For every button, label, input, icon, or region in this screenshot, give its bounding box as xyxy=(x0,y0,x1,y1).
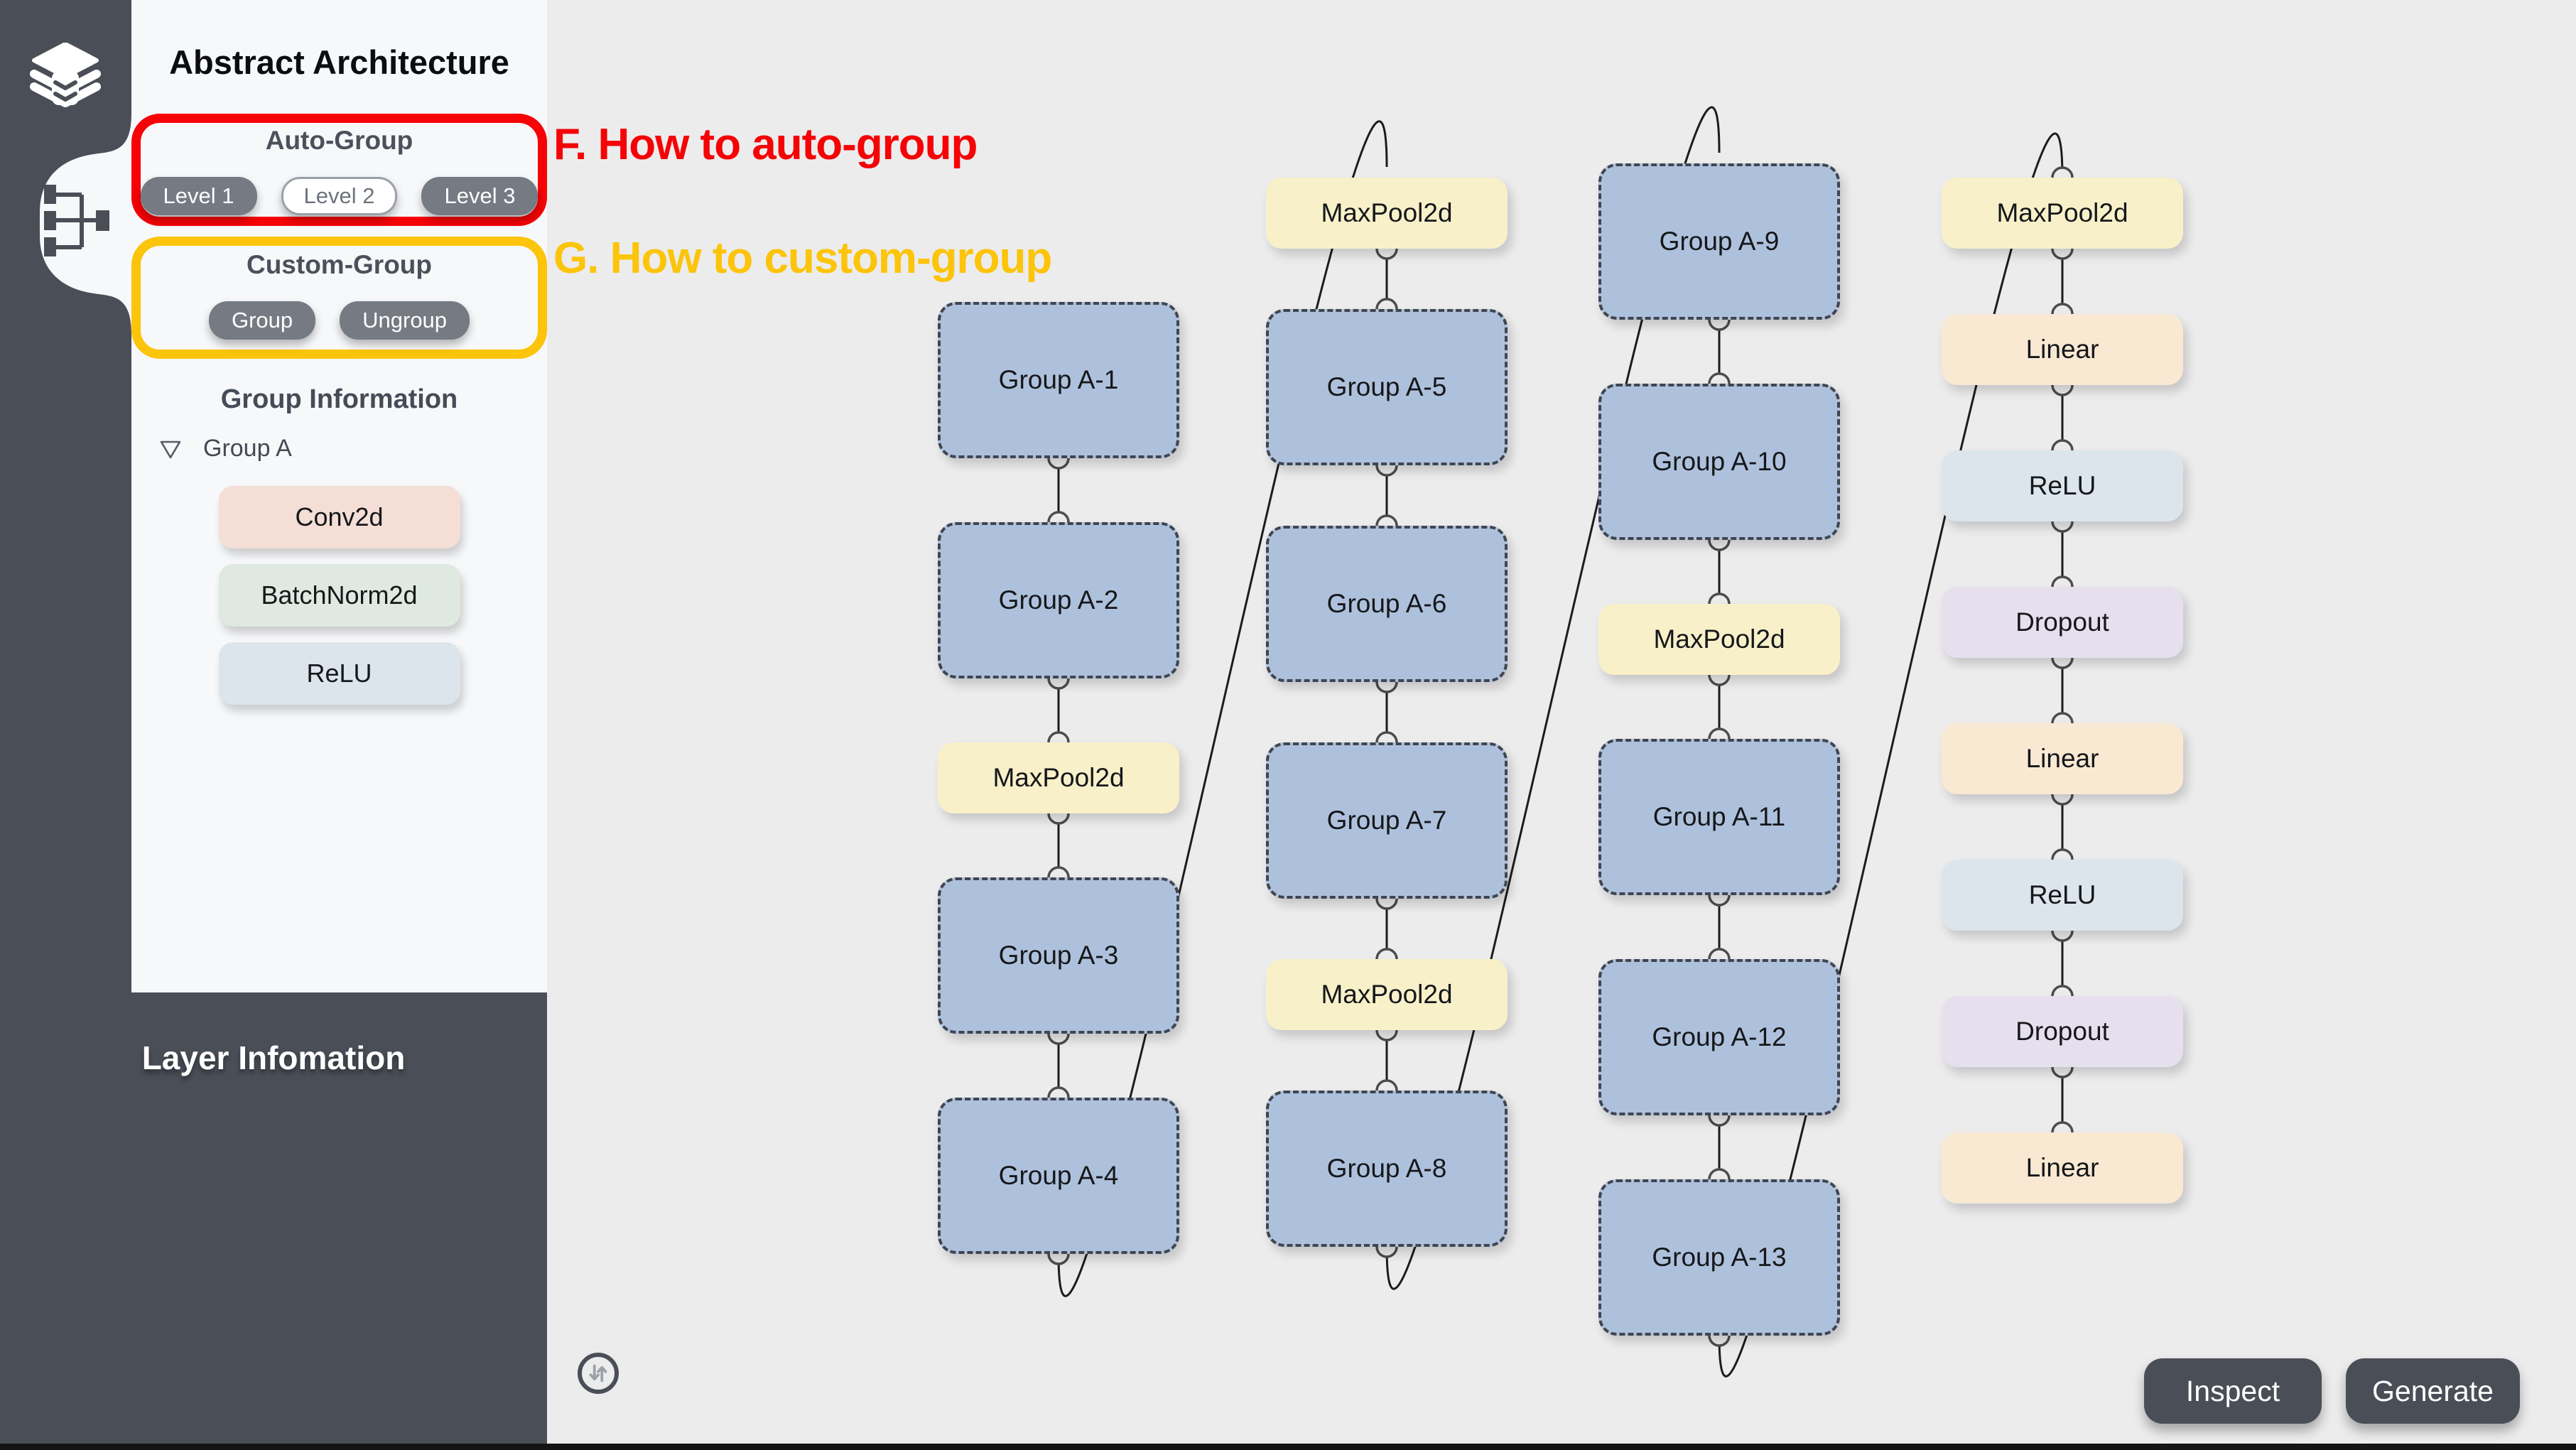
flow-node-group-a-4-c1[interactable]: Group A-4 xyxy=(938,1098,1179,1254)
flow-node-label: Group A-4 xyxy=(998,1161,1119,1190)
flow-node-group-a-3-c1[interactable]: Group A-3 xyxy=(938,877,1179,1034)
group-a-toggle-row[interactable]: Group A xyxy=(158,435,292,462)
fit-view-control[interactable] xyxy=(578,1353,619,1394)
flow-node-group-a-9-c3[interactable]: Group A-9 xyxy=(1598,163,1840,320)
flow-node-linear-c4[interactable]: Linear xyxy=(1942,314,2183,385)
flow-node-group-a-8-c2[interactable]: Group A-8 xyxy=(1266,1091,1508,1247)
flow-node-label: Group A-3 xyxy=(998,941,1119,970)
flow-node-label: Group A-13 xyxy=(1652,1243,1787,1272)
flow-node-linear-c4[interactable]: Linear xyxy=(1942,723,2183,794)
flow-node-label: Group A-9 xyxy=(1659,227,1780,256)
flow-node-label: Group A-12 xyxy=(1652,1022,1787,1051)
flow-node-label: ReLU xyxy=(2028,880,2096,909)
edge-long xyxy=(1057,120,1388,1297)
flow-node-group-a-11-c3[interactable]: Group A-11 xyxy=(1598,739,1840,895)
hierarchy-tree-icon[interactable] xyxy=(44,179,109,259)
group-button[interactable]: Group xyxy=(208,301,316,340)
flow-node-label: Group A-1 xyxy=(998,365,1119,394)
layers-stack-icon[interactable] xyxy=(30,43,101,108)
flow-node-group-a-6-c2[interactable]: Group A-6 xyxy=(1266,526,1508,682)
flow-node-relu-c4[interactable]: ReLU xyxy=(1942,860,2183,931)
flow-node-label: MaxPool2d xyxy=(1653,624,1785,654)
layer-information-panel xyxy=(0,992,547,1450)
flow-node-label: Dropout xyxy=(2015,1017,2109,1046)
level-buttons-row: Level 1 Level 2 Level 3 xyxy=(140,177,539,215)
flow-node-maxpool2d-c1[interactable]: MaxPool2d xyxy=(938,742,1179,813)
level-button-level-1[interactable]: Level 1 xyxy=(140,177,257,215)
flow-node-maxpool2d-c2[interactable]: MaxPool2d xyxy=(1266,959,1508,1030)
generate-button[interactable]: Generate xyxy=(2346,1358,2520,1424)
annotation-g: G. How to custom-group xyxy=(553,234,1052,283)
flow-node-group-a-7-c2[interactable]: Group A-7 xyxy=(1266,742,1508,899)
flow-node-group-a-10-c3[interactable]: Group A-10 xyxy=(1598,384,1840,540)
flow-node-dropout-c4[interactable]: Dropout xyxy=(1942,996,2183,1067)
tab-lobe-shape xyxy=(40,114,131,334)
layer-chip-relu[interactable]: ReLU xyxy=(218,642,460,705)
flow-node-label: MaxPool2d xyxy=(1321,980,1453,1009)
flow-node-label: Group A-5 xyxy=(1326,372,1447,401)
flow-node-relu-c4[interactable]: ReLU xyxy=(1942,450,2183,521)
auto-group-title: Auto-Group xyxy=(265,126,413,155)
flow-node-label: MaxPool2d xyxy=(992,763,1125,792)
ungroup-button[interactable]: Ungroup xyxy=(340,301,470,340)
flow-node-label: Linear xyxy=(2025,1153,2099,1182)
custom-group-section: Custom-Group Group Ungroup xyxy=(131,237,547,359)
flow-node-label: Group A-10 xyxy=(1652,447,1787,476)
custom-group-title: Custom-Group xyxy=(246,250,433,279)
flow-node-dropout-c4[interactable]: Dropout xyxy=(1942,587,2183,658)
flow-node-group-a-5-c2[interactable]: Group A-5 xyxy=(1266,309,1508,465)
flow-node-group-a-13-c3[interactable]: Group A-13 xyxy=(1598,1179,1840,1336)
flow-node-label: Group A-11 xyxy=(1652,802,1786,831)
flow-node-group-a-12-c3[interactable]: Group A-12 xyxy=(1598,959,1840,1115)
group-a-label: Group A xyxy=(203,435,292,462)
flow-node-label: Group A-8 xyxy=(1326,1154,1447,1183)
bottom-edge-bar xyxy=(0,1444,2576,1450)
triangle-collapse-icon[interactable] xyxy=(158,436,183,462)
flow-node-label: Group A-2 xyxy=(998,585,1119,615)
layer-information-title: Layer Infomation xyxy=(141,1039,406,1076)
group-information-title: Group Information xyxy=(220,384,458,414)
edge-long xyxy=(1385,106,1721,1290)
flow-node-label: ReLU xyxy=(2028,471,2096,500)
flow-node-group-a-2-c1[interactable]: Group A-2 xyxy=(938,522,1179,678)
flow-node-group-a-1-c1[interactable]: Group A-1 xyxy=(938,302,1179,458)
flow-node-label: Group A-6 xyxy=(1326,589,1447,618)
layer-chip-conv2d[interactable]: Conv2d xyxy=(218,486,460,548)
level-button-level-3[interactable]: Level 3 xyxy=(421,177,539,215)
edge-long xyxy=(1718,132,2064,1378)
flow-node-label: Linear xyxy=(2025,335,2099,364)
annotation-f: F. How to auto-group xyxy=(553,120,978,169)
inspect-button[interactable]: Inspect xyxy=(2144,1358,2322,1424)
flow-node-label: Linear xyxy=(2025,744,2099,773)
page-title: Abstract Architecture xyxy=(169,43,509,81)
custom-buttons-row: Group Ungroup xyxy=(208,301,470,340)
flow-node-label: Group A-7 xyxy=(1326,806,1447,835)
flow-node-maxpool2d-c2[interactable]: MaxPool2d xyxy=(1266,178,1508,249)
flow-node-label: Dropout xyxy=(2015,607,2109,637)
flow-node-maxpool2d-c4[interactable]: MaxPool2d xyxy=(1942,178,2183,249)
flow-node-maxpool2d-c3[interactable]: MaxPool2d xyxy=(1598,604,1840,675)
flow-node-label: MaxPool2d xyxy=(1996,198,2128,227)
layer-chip-batchnorm2d[interactable]: BatchNorm2d xyxy=(218,564,460,627)
flow-node-linear-c4[interactable]: Linear xyxy=(1942,1132,2183,1203)
flow-node-label: MaxPool2d xyxy=(1321,198,1453,227)
swap-vertical-arrows-icon xyxy=(589,1364,607,1383)
rail-active-tab xyxy=(40,114,131,334)
level-button-level-2[interactable]: Level 2 xyxy=(281,177,398,215)
auto-group-section: Auto-Group Level 1 Level 2 Level 3 xyxy=(131,114,547,226)
